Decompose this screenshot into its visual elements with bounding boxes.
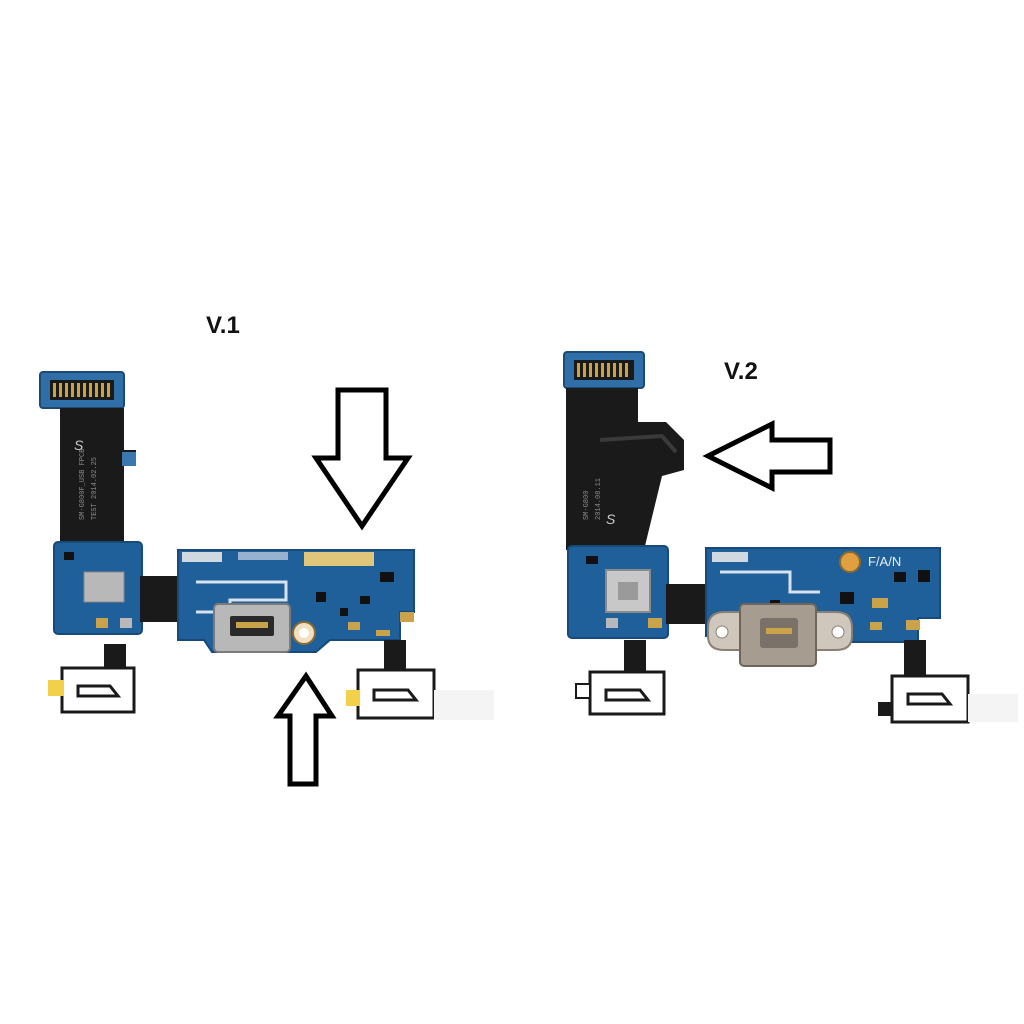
svg-text:S: S: [74, 437, 84, 453]
v1-arrow-down: [311, 387, 413, 531]
v1-top-connector: [39, 371, 125, 409]
v1-arrow-up: [273, 671, 337, 787]
v1-flex-board: SM-G800F_USB FPCB TEST 2014.02.25 S: [39, 371, 494, 720]
v2-usb-port: [707, 603, 853, 667]
variant-label-v2: V.2: [724, 358, 758, 385]
v2-top-connector: [563, 351, 645, 389]
v2-arrow-left: [702, 419, 833, 493]
variant-label-v1: V.1: [206, 312, 240, 339]
svg-text:TEST 2014.02.25: TEST 2014.02.25: [91, 457, 99, 520]
svg-text:SM-G800F_USB FPCB: SM-G800F_USB FPCB: [79, 449, 87, 520]
v2-board-marking: F/A/N: [868, 554, 901, 569]
svg-text:2014.08.11: 2014.08.11: [595, 478, 603, 520]
v2-flex-board: S SM-G800 2014.08.11 F/A/N: [563, 351, 1018, 724]
v1-usb-port: [213, 603, 291, 653]
svg-text:SM-G800: SM-G800: [583, 491, 591, 520]
svg-text:S: S: [606, 511, 616, 527]
